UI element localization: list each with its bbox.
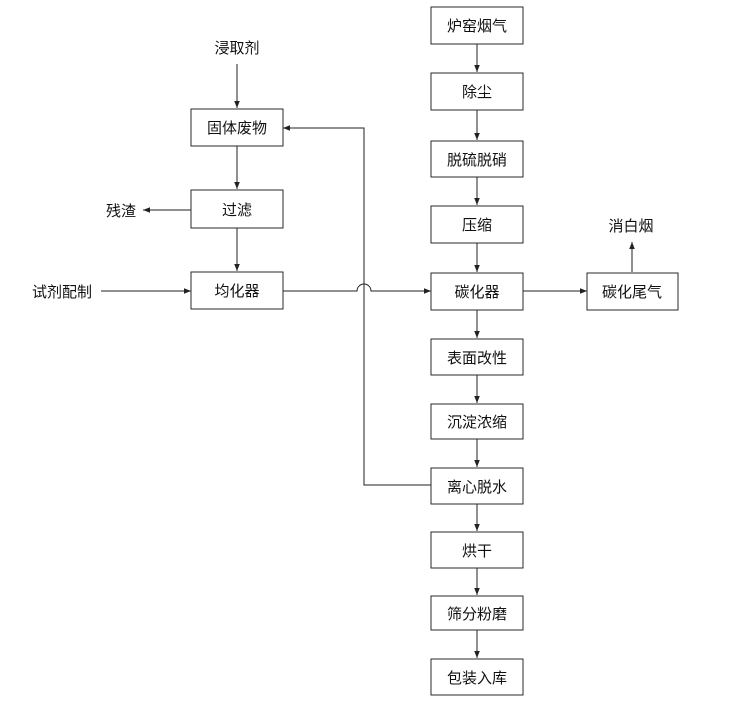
white-smoke-removal-label: 消白烟 — [608, 217, 653, 235]
node-packaging-storage: 包装入库 — [430, 658, 524, 696]
dust-removal-label: 除尘 — [462, 83, 492, 101]
solid-waste-label: 固体废物 — [207, 119, 267, 137]
node-surface-modification: 表面改性 — [430, 338, 524, 376]
kiln-flue-gas-label: 炉窑烟气 — [447, 17, 507, 35]
node-kiln-flue-gas: 炉窑烟气 — [430, 6, 524, 45]
centrifugal-dewatering-label: 离心脱水 — [447, 478, 507, 496]
node-compression: 压缩 — [430, 205, 524, 244]
edge-homogenizer-to-carbonator — [283, 283, 431, 294]
drying-label: 烘干 — [462, 542, 492, 560]
node-carbonator: 碳化器 — [430, 272, 524, 311]
reagent-prep-label: 试剂配制 — [32, 283, 92, 301]
residue-label: 残渣 — [106, 202, 136, 220]
node-solid-waste: 固体废物 — [190, 108, 284, 147]
node-carbonation-tail-gas: 碳化尾气 — [586, 272, 679, 311]
screening-milling-label: 筛分粉磨 — [447, 605, 507, 623]
surface-modification-label: 表面改性 — [447, 349, 507, 367]
node-drying: 烘干 — [430, 531, 524, 569]
carbonator-label: 碳化器 — [454, 283, 499, 301]
compression-label: 压缩 — [462, 216, 492, 234]
node-centrifugal-dewatering: 离心脱水 — [430, 467, 524, 505]
edge-centrifuge-recycle-to-solid-waste — [283, 125, 431, 486]
homogenizer-label: 均化器 — [214, 282, 259, 300]
carbonation-tail-gas-label: 碳化尾气 — [602, 283, 662, 301]
node-screening-milling: 筛分粉磨 — [430, 595, 524, 631]
packaging-storage-label: 包装入库 — [447, 669, 507, 687]
node-filter: 过滤 — [190, 189, 284, 229]
node-desulf-denitr: 脱硫脱硝 — [430, 140, 524, 178]
desulf-denitr-label: 脱硫脱硝 — [447, 151, 507, 169]
node-dust-removal: 除尘 — [430, 72, 524, 111]
filter-label: 过滤 — [222, 201, 252, 219]
node-settling-concentration: 沉淀浓缩 — [430, 403, 524, 440]
settling-concentration-label: 沉淀浓缩 — [447, 413, 507, 431]
connectors — [101, 44, 635, 658]
node-homogenizer: 均化器 — [190, 271, 284, 310]
leaching-agent-label: 浸取剂 — [214, 39, 259, 57]
